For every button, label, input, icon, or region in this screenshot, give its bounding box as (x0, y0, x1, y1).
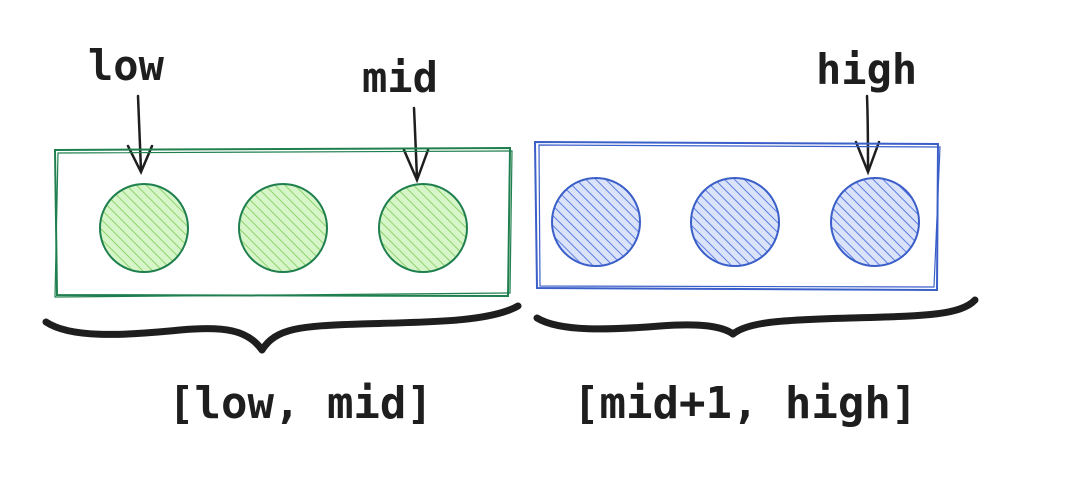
node-circle (238, 183, 328, 273)
right-brace (533, 296, 979, 338)
label-mid: mid (362, 53, 438, 102)
node-circle (690, 177, 780, 267)
left-range-box (53, 146, 513, 298)
arrow-low (126, 94, 154, 175)
node-circle (830, 177, 920, 267)
right-nodes (551, 177, 920, 267)
node-circle (551, 177, 641, 267)
range-label-left: [low, mid] (168, 378, 433, 429)
arrow-high (854, 94, 881, 176)
left-nodes (99, 183, 468, 273)
label-high: high (816, 45, 917, 94)
left-brace (42, 302, 522, 354)
range-label-right: [mid+1, high] (573, 378, 917, 429)
node-circle (99, 183, 189, 273)
node-circle (378, 183, 468, 273)
right-range-box (533, 140, 941, 292)
label-low: low (88, 41, 165, 90)
arrow-mid (402, 106, 430, 184)
